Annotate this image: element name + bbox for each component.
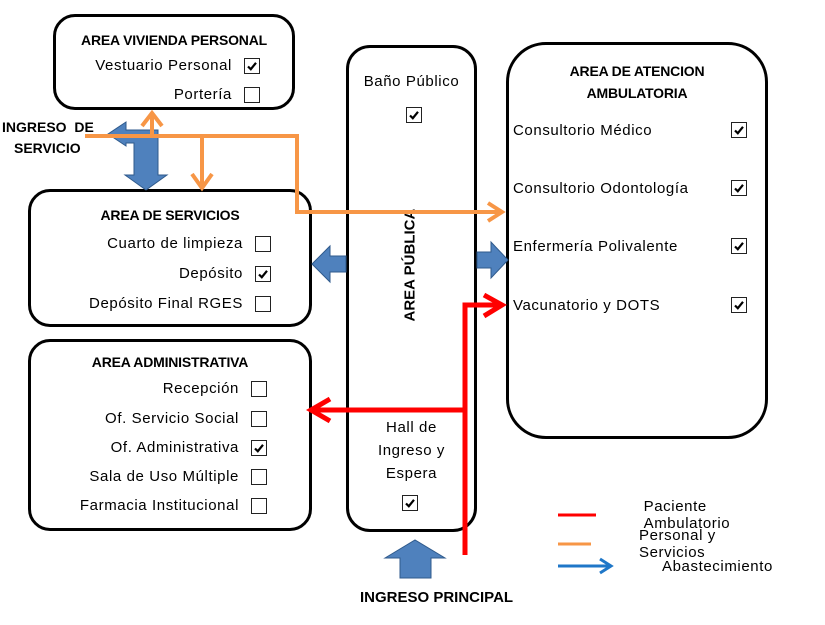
supply-arrow-to-servicios [311, 244, 347, 284]
bano-publico-label: Baño Público [363, 73, 460, 90]
room-row: Vacunatorio y DOTS [513, 295, 753, 315]
bano-publico-checkbox[interactable] [406, 107, 422, 123]
room-row: Cuarto de limpieza [107, 235, 271, 252]
room-row: Consultorio Odontología [513, 178, 753, 198]
room-label: Enfermería Polivalente [513, 237, 678, 255]
hall-checkbox[interactable] [402, 495, 418, 511]
room-checkbox[interactable] [255, 265, 271, 282]
area-vivienda-personal: AREA VIVIENDA PERSONAL Vestuario Persona… [53, 14, 295, 110]
room-label: Consultorio Médico [513, 121, 653, 139]
check-icon [734, 242, 744, 251]
room-checkbox[interactable] [251, 468, 267, 485]
area-servicios: AREA DE SERVICIOS Cuarto de limpieza Dep… [28, 189, 312, 327]
room-row: Depósito Final RGES [89, 295, 271, 312]
service-entrance-bent-arrow [107, 121, 169, 191]
ambulatoria-title-1: AREA DE ATENCION [569, 63, 705, 79]
room-row: Consultorio Médico [513, 120, 753, 140]
area-publica: Baño Público AREA PÚBLICA Hall de Ingres… [346, 45, 477, 532]
legend-arrow-staff [558, 542, 591, 546]
staff-arrowhead-ambulatoria [486, 201, 506, 223]
legend-label: Paciente Ambulatorio [643, 498, 731, 532]
room-checkbox[interactable] [731, 180, 747, 196]
main-entrance-label: INGRESO PRINCIPAL [360, 589, 514, 606]
room-checkbox[interactable] [255, 295, 271, 312]
check-icon [734, 126, 744, 135]
hall-line-3: Espera [385, 465, 438, 482]
main-entrance-arrow [383, 539, 447, 579]
room-checkbox[interactable] [731, 238, 747, 254]
room-checkbox[interactable] [244, 86, 260, 103]
room-row: Of. Administrativa [111, 439, 267, 456]
legend-label: Personal y Servicios [639, 527, 716, 561]
ambulatoria-title-2: AMBULATORIA [586, 85, 688, 101]
service-entrance-label-1: INGRESO DE [2, 119, 94, 135]
room-checkbox[interactable] [255, 235, 271, 252]
room-row: Vestuario Personal [95, 57, 260, 74]
legend-arrow-patient [558, 513, 596, 517]
check-icon [734, 301, 744, 310]
room-label: Vacunatorio y DOTS [513, 296, 661, 314]
room-label: Depósito [178, 265, 243, 282]
room-row: Farmacia Institucional [80, 497, 267, 514]
area-administrativa: AREA ADMINISTRATIVA Recepción Of. Servic… [28, 339, 312, 531]
area-atencion-ambulatoria: AREA DE ATENCION AMBULATORIA Consultorio… [506, 42, 768, 439]
room-checkbox[interactable] [251, 439, 267, 456]
room-label: Vestuario Personal [95, 57, 232, 74]
room-label: Cuarto de limpieza [107, 235, 243, 252]
legend-item-supply: Abastecimiento [556, 556, 773, 576]
area-vivienda-title: AREA VIVIENDA PERSONAL [81, 32, 267, 48]
room-label: Portería [173, 86, 232, 103]
staff-arrowhead-servicios [190, 172, 214, 192]
legend-arrow-supply [558, 557, 614, 575]
patient-arrowhead-ambulatoria [482, 292, 507, 319]
legend-label: Abastecimiento [662, 557, 773, 575]
room-label: Sala de Uso Múltiple [89, 468, 239, 485]
room-checkbox[interactable] [244, 57, 260, 74]
check-icon [405, 499, 415, 508]
area-administrativa-title: AREA ADMINISTRATIVA [91, 354, 249, 370]
hall-line-2: Ingreso y [377, 442, 446, 459]
staff-arrowhead-vivienda [140, 109, 164, 128]
room-checkbox[interactable] [731, 122, 747, 138]
room-label: Recepción [162, 380, 239, 397]
patient-arrowhead-administrativa [306, 396, 332, 424]
room-checkbox[interactable] [731, 297, 747, 313]
check-icon [254, 443, 264, 453]
room-checkbox[interactable] [251, 410, 267, 427]
supply-arrow-to-ambulatoria [476, 240, 509, 280]
room-row: Depósito [179, 265, 271, 282]
legend-item-patient: Paciente Ambulatorio [556, 498, 749, 532]
room-checkbox[interactable] [251, 497, 267, 514]
room-label: Depósito Final RGES [89, 295, 243, 312]
room-label: Farmacia Institucional [79, 497, 239, 514]
area-publica-title: AREA PÚBLICA [401, 208, 419, 322]
check-icon [247, 61, 257, 71]
room-label: Of. Servicio Social [105, 410, 239, 427]
check-icon [258, 269, 268, 279]
room-row: Of. Servicio Social [105, 410, 267, 427]
hall-line-1: Hall de [386, 419, 437, 436]
room-checkbox[interactable] [251, 380, 267, 397]
room-row: Sala de Uso Múltiple [89, 468, 267, 485]
service-entrance-label-2: SERVICIO [14, 140, 81, 156]
room-label: Consultorio Odontología [513, 179, 689, 197]
room-row: Portería [174, 86, 260, 103]
legend-item-staff: Personal y Servicios [556, 527, 728, 561]
room-label: Of. Administrativa [110, 439, 239, 456]
room-row: Enfermería Polivalente [513, 236, 753, 256]
check-icon [734, 184, 744, 193]
area-servicios-title: AREA DE SERVICIOS [100, 207, 240, 223]
room-row: Recepción [163, 380, 267, 397]
check-icon [409, 111, 419, 120]
